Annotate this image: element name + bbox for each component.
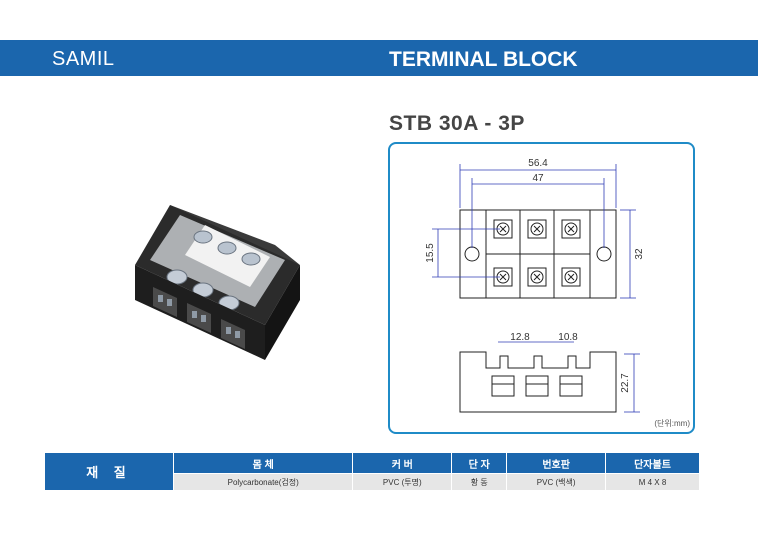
mount-hole-left (464, 246, 480, 262)
spec-header-terminal: 단 자 (451, 452, 508, 474)
dim-barrier-2: 10.8 (558, 332, 578, 343)
spec-header-body: 몸 체 (172, 452, 354, 474)
screws-top-row (193, 230, 261, 266)
header-banner: SAMIL TERMINAL BLOCK (0, 40, 758, 76)
screw-squares (493, 219, 581, 287)
spec-value-cover: PVC (투명) (352, 473, 453, 491)
material-spec-table: 재 질 몸 체 커 버 단 자 번호판 단자볼트 Polycarbonate(검… (44, 452, 700, 491)
terminal-screws-front (158, 295, 240, 338)
spec-header-terminal-bolt: 단자볼트 (605, 452, 700, 474)
technical-drawing: 56.4 47 32 15.5 12.8 10.8 22.7 (단위:mm) (388, 142, 695, 434)
dimension-lines (432, 164, 640, 413)
terminal-openings (153, 287, 245, 349)
dim-height: 32 (634, 248, 645, 260)
screw-crosses (499, 225, 575, 281)
product-photo (125, 195, 315, 370)
block-side-face (265, 265, 300, 360)
side-view-terminals (491, 375, 583, 397)
dim-overall-width: 56.4 (528, 158, 548, 169)
spec-header-cover: 커 버 (352, 452, 453, 474)
dim-barrier-1: 12.8 (510, 332, 530, 343)
side-view-outline (459, 351, 617, 413)
unit-note: (단위:mm) (654, 418, 690, 428)
dim-mount-pitch: 47 (532, 173, 544, 184)
brand-name: SAMIL (52, 48, 115, 70)
dim-screw-pitch: 15.5 (425, 243, 436, 263)
page-title: TERMINAL BLOCK (389, 48, 578, 71)
spec-value-body: Polycarbonate(검정) (172, 473, 354, 491)
spec-header-number-plate: 번호판 (506, 452, 607, 474)
spec-value-terminal: 황 동 (451, 473, 508, 491)
mount-hole-right (596, 246, 612, 262)
model-title: STB 30A - 3P (389, 112, 525, 135)
material-row-label: 재 질 (44, 452, 174, 491)
spec-value-number-plate: PVC (백색) (506, 473, 607, 491)
spec-value-terminal-bolt: M 4 X 8 (605, 473, 700, 491)
dim-side-height: 22.7 (620, 373, 631, 393)
